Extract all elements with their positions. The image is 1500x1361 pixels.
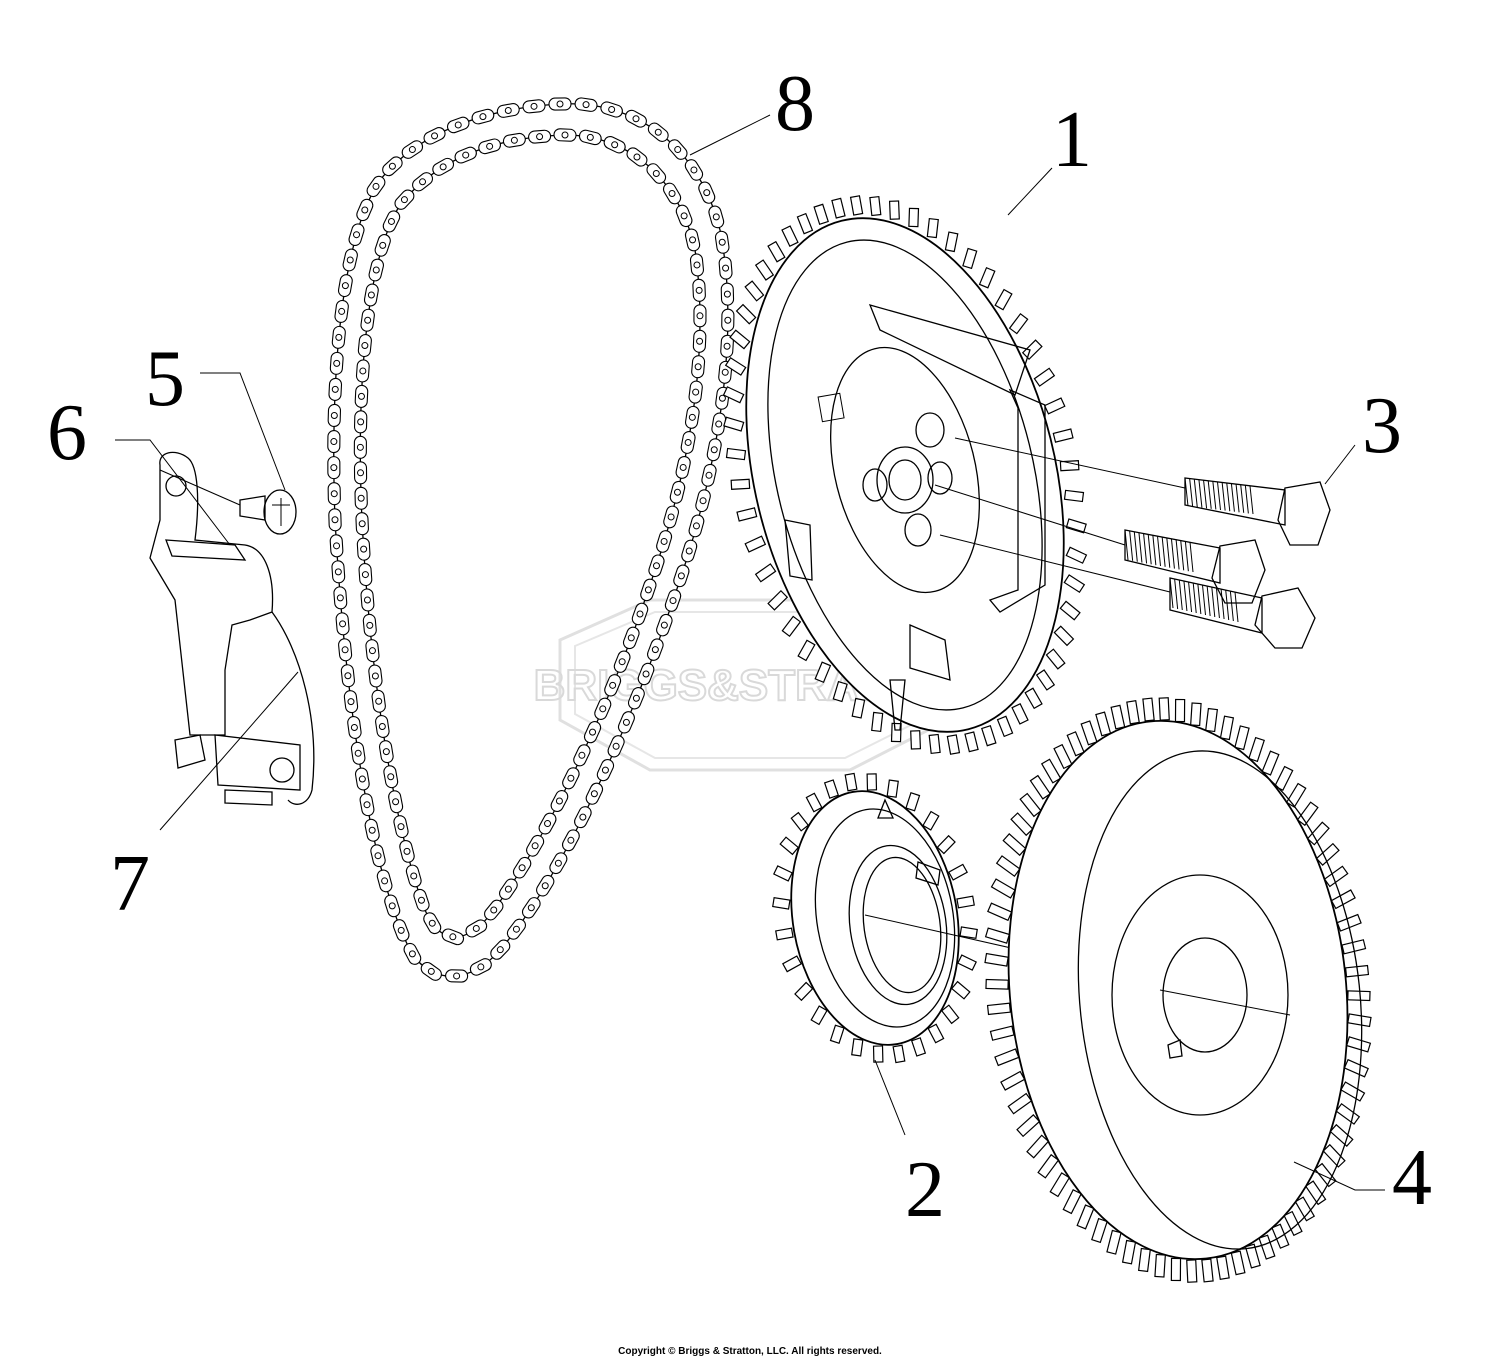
crankshaft-gear xyxy=(984,697,1372,1283)
label-part-5: 5 xyxy=(145,335,185,423)
tensioner-screw xyxy=(159,469,297,535)
label-part-2: 2 xyxy=(905,1146,945,1234)
chain-tensioner xyxy=(149,451,315,806)
timing-chain xyxy=(327,97,735,983)
leader-lines xyxy=(115,114,1385,1191)
label-part-3: 3 xyxy=(1362,382,1402,470)
part-labels: 1 2 3 4 5 6 7 8 xyxy=(47,60,1432,1234)
label-part-7: 7 xyxy=(110,840,150,928)
label-part-6: 6 xyxy=(47,389,87,477)
label-part-4: 4 xyxy=(1392,1134,1432,1222)
crankshaft-sprocket xyxy=(772,772,1021,1064)
copyright-notice: Copyright © Briggs & Stratton, LLC. All … xyxy=(618,1346,882,1357)
sprocket-bolts xyxy=(934,437,1331,649)
label-part-1: 1 xyxy=(1052,96,1092,184)
label-part-8: 8 xyxy=(775,60,815,148)
camshaft-sprocket xyxy=(722,195,1088,755)
